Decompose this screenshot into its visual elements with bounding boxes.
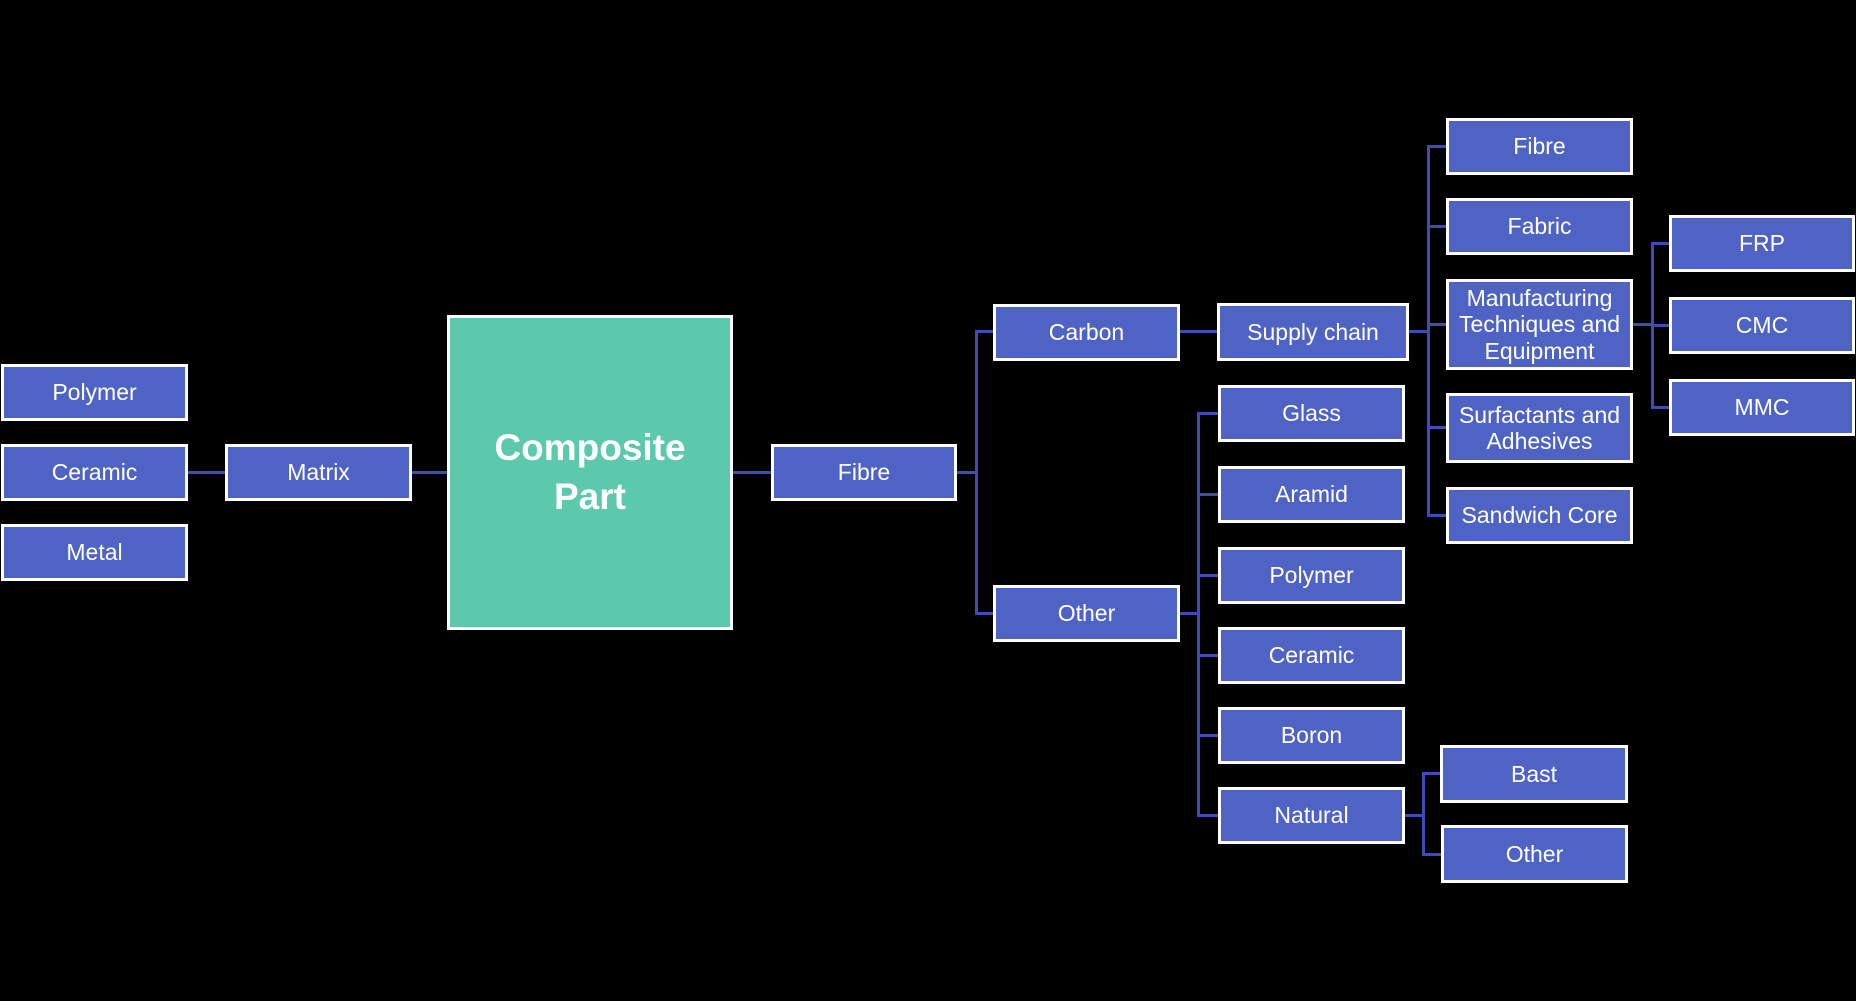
node-label: Aramid bbox=[1275, 481, 1348, 508]
node-label: Glass bbox=[1282, 400, 1341, 427]
node-label: FRP bbox=[1739, 230, 1785, 257]
node-other-natural: Other bbox=[1441, 825, 1628, 883]
connector-trunk-glass bbox=[1197, 412, 1218, 415]
connector-trunk-natural bbox=[1197, 814, 1218, 817]
node-sc-fibre: Fibre bbox=[1446, 118, 1633, 175]
connector-trunk-sc-surfactants bbox=[1427, 426, 1446, 429]
connector-ceramic-matrix bbox=[188, 471, 225, 474]
node-label: Ceramic bbox=[1268, 642, 1355, 669]
node-label: Manufacturing Techniques and Equipment bbox=[1458, 284, 1621, 364]
node-mmc: MMC bbox=[1669, 379, 1855, 436]
node-sc-fabric: Fabric bbox=[1446, 198, 1633, 255]
connector-trunk-boron bbox=[1197, 734, 1218, 737]
node-label: Natural bbox=[1274, 802, 1349, 829]
trunk-other-children bbox=[1197, 412, 1200, 817]
connector-matrix-root bbox=[412, 471, 447, 474]
node-glass: Glass bbox=[1218, 385, 1405, 442]
node-label: Surfactants and Adhesives bbox=[1458, 401, 1621, 454]
node-aramid: Aramid bbox=[1218, 466, 1405, 523]
node-natural: Natural bbox=[1218, 787, 1405, 844]
node-label: Bast bbox=[1510, 760, 1558, 787]
node-label: Polymer bbox=[1269, 562, 1354, 589]
connector-supplychain-trunk bbox=[1409, 330, 1428, 333]
node-label: Ceramic bbox=[51, 459, 138, 486]
connector-carbon-supplychain bbox=[1180, 330, 1217, 333]
node-label: Metal bbox=[66, 539, 123, 566]
connector-trunk-cmc bbox=[1651, 324, 1669, 327]
node-carbon: Carbon bbox=[993, 304, 1180, 361]
node-label: Boron bbox=[1280, 722, 1343, 749]
node-label: MMC bbox=[1734, 394, 1790, 421]
node-polymer-matrix: Polymer bbox=[1, 364, 188, 421]
connector-trunk-carbon bbox=[975, 330, 993, 333]
connector-trunk-sc-fabric bbox=[1427, 225, 1446, 228]
node-matrix: Matrix bbox=[225, 444, 412, 501]
node-fibre: Fibre bbox=[771, 444, 957, 501]
node-label: CMC bbox=[1735, 312, 1789, 339]
node-label: Fabric bbox=[1507, 213, 1572, 240]
node-ceramic-fibre: Ceramic bbox=[1218, 627, 1405, 684]
node-label: Matrix bbox=[287, 459, 350, 486]
node-label: Other bbox=[1057, 600, 1116, 627]
node-boron: Boron bbox=[1218, 707, 1405, 764]
connector-natural-trunk bbox=[1405, 814, 1423, 817]
connector-trunk-bast bbox=[1422, 772, 1440, 775]
node-other-fibre: Other bbox=[993, 585, 1180, 642]
node-supply-chain: Supply chain bbox=[1217, 303, 1409, 361]
trunk-fibre-children bbox=[975, 330, 978, 615]
node-sc-surfactants: Surfactants and Adhesives bbox=[1446, 393, 1633, 463]
node-label: Polymer bbox=[52, 379, 137, 406]
node-composite-part: Composite Part bbox=[447, 315, 733, 630]
connector-trunk-other-natural bbox=[1422, 853, 1441, 856]
node-bast: Bast bbox=[1440, 745, 1628, 803]
connector-other-trunk bbox=[1180, 612, 1198, 615]
node-label: Carbon bbox=[1048, 319, 1125, 346]
node-ceramic-matrix: Ceramic bbox=[1, 444, 188, 501]
trunk-natural-children bbox=[1422, 772, 1425, 856]
node-cmc: CMC bbox=[1669, 297, 1855, 354]
node-label: Sandwich Core bbox=[1461, 502, 1618, 529]
connector-trunk-frp bbox=[1651, 242, 1669, 245]
node-label: Fibre bbox=[1513, 133, 1566, 160]
node-polymer-fibre: Polymer bbox=[1218, 547, 1405, 604]
connector-trunk-sc-manufacturing bbox=[1427, 323, 1446, 326]
trunk-supplychain-children bbox=[1427, 145, 1430, 517]
connector-trunk-sc-sandwich bbox=[1427, 514, 1446, 517]
connector-trunk-other bbox=[975, 612, 993, 615]
node-sc-manufacturing: Manufacturing Techniques and Equipment bbox=[1446, 279, 1633, 370]
node-label: Other bbox=[1505, 840, 1564, 867]
connector-trunk-sc-fibre bbox=[1427, 145, 1446, 148]
connector-root-fibre bbox=[733, 471, 771, 474]
connector-manufacturing-trunk bbox=[1633, 323, 1652, 326]
node-label: Fibre bbox=[837, 459, 891, 486]
node-frp: FRP bbox=[1669, 215, 1855, 272]
connector-trunk-mmc bbox=[1651, 406, 1669, 409]
node-sc-sandwich-core: Sandwich Core bbox=[1446, 487, 1633, 544]
connector-trunk-aramid bbox=[1197, 493, 1218, 496]
root-label: Composite Part bbox=[494, 427, 686, 517]
connector-trunk-ceramic bbox=[1197, 654, 1218, 657]
node-metal-matrix: Metal bbox=[1, 524, 188, 581]
connector-fibre-trunk bbox=[957, 471, 978, 474]
node-label: Supply chain bbox=[1247, 318, 1379, 345]
connector-trunk-polymer bbox=[1197, 574, 1218, 577]
